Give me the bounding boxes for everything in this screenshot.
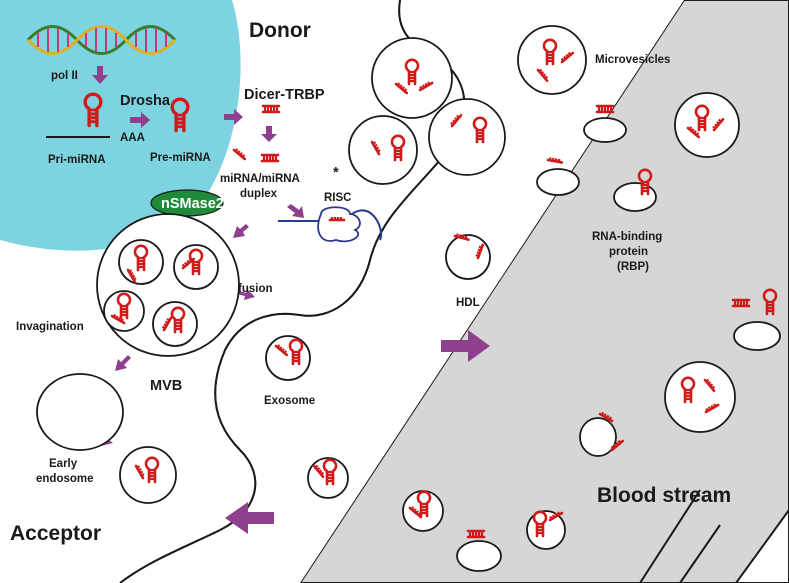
invagination-label: Invagination <box>16 321 84 333</box>
early-endosome-label-1: Early <box>49 458 78 470</box>
early-endosome-label-2: endosome <box>36 473 94 485</box>
duplex-label-2: duplex <box>240 188 278 200</box>
hdl-label: HDL <box>456 297 480 309</box>
dicer-trbp-label: Dicer-TRBP <box>244 87 325 103</box>
microvesicles-label: Microvesicles <box>595 54 670 66</box>
mvb <box>96 213 240 357</box>
mvb-label: MVB <box>150 378 182 394</box>
risc-complex <box>278 206 383 243</box>
blood-stream-vesicles <box>402 288 781 572</box>
exosome-in-donor <box>265 335 311 381</box>
donor-label: Donor <box>249 19 311 42</box>
pri-mirna <box>46 92 110 138</box>
pre-mirna-label: Pre-miRNA <box>150 152 211 164</box>
rbp-label-1: RNA-binding <box>592 231 662 243</box>
acceptor-uptake-vesicle <box>119 446 177 504</box>
rbp-label-2: protein <box>609 246 648 258</box>
process-arrows <box>92 66 490 534</box>
nucleus <box>0 0 241 251</box>
pri-mirna-label: Pri-miRNA <box>48 154 106 166</box>
duplex-label-1: miRNA/miRNA <box>220 173 300 185</box>
exosome-label: Exosome <box>264 395 315 407</box>
free-exosome <box>307 457 349 499</box>
blood-stream-label: Blood stream <box>597 484 731 507</box>
rbp-label-3: (RBP) <box>617 261 649 273</box>
fusion-label: fusion <box>238 283 273 295</box>
risc-label: RISC <box>324 192 351 204</box>
star-mark: * <box>333 165 339 181</box>
acceptor-label: Acceptor <box>10 522 101 545</box>
interstitial-space <box>236 0 684 583</box>
dna-double-helix-icon <box>26 25 177 55</box>
early-endosome <box>36 373 124 451</box>
hdl-particle <box>445 231 491 280</box>
drosha-label: Drosha <box>120 93 171 109</box>
aaa-label: AAA <box>120 132 145 144</box>
microvesicles-group <box>517 25 740 212</box>
pol-ii-label: pol II <box>51 70 78 82</box>
nsmase2-label: nSMase2 <box>161 196 224 212</box>
donor-mvb-compartment <box>348 37 506 185</box>
